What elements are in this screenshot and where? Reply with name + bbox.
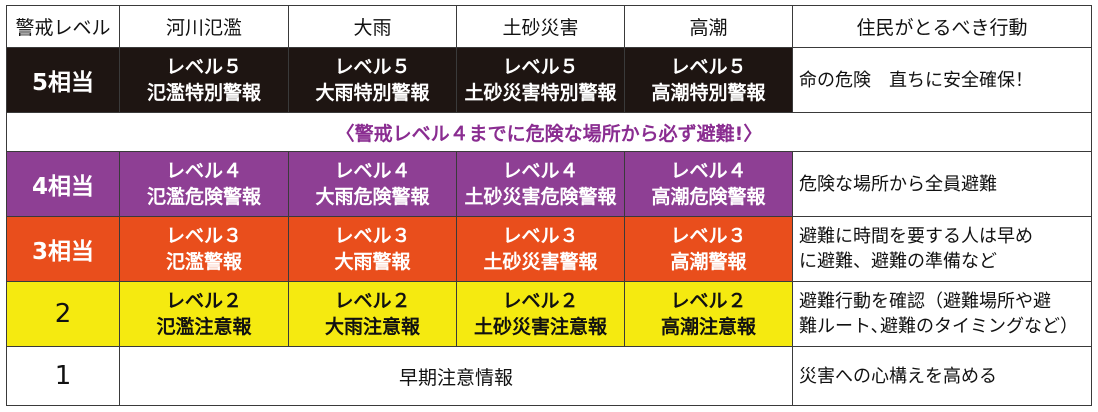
action-text: に避難、避難の準備など	[799, 251, 997, 272]
warning-level-text: レベル３	[670, 225, 747, 247]
notice-row: 〈警戒レベル４までに危険な場所から必ず避難!〉	[6, 112, 1092, 152]
warning-cell-surge: レベル３ 高潮警報	[624, 216, 793, 282]
warning-level-text: レベル５	[502, 56, 579, 78]
action-cell: 避難に時間を要する人は早め に避難、避難の準備など	[792, 216, 1092, 282]
action-text: 避難行動を確認（避難場所や避	[799, 291, 1051, 312]
warning-level-text: レベル２	[670, 290, 747, 312]
warning-level-text: レベル２	[502, 290, 579, 312]
warning-level-text: レベル３	[165, 225, 242, 247]
warning-name-text: 高潮注意報	[660, 316, 756, 338]
table-row-level-2: 2 レベル２ 氾濫注意報 レベル２ 大雨注意報 レベル２ 土砂災害注意報 レベル…	[6, 281, 1092, 347]
warning-name-text: 氾濫危険警報	[146, 186, 261, 208]
warning-name-text: 土砂災害危険警報	[464, 186, 617, 208]
warning-level-text: レベル４	[334, 160, 411, 182]
header-river-flood: 河川氾濫	[119, 5, 289, 48]
header-alert-level: 警戒レベル	[6, 5, 120, 48]
warning-name-text: 氾濫警報	[165, 251, 242, 273]
table-row-level-3: 3相当 レベル３ 氾濫警報 レベル３ 大雨警報 レベル３ 土砂災害警報 レベル３…	[6, 216, 1092, 282]
warning-cell-landslide: レベル２ 土砂災害注意報	[456, 281, 625, 347]
warning-cell-rain: レベル５ 大雨特別警報	[288, 47, 457, 113]
warning-name-text: 高潮警報	[670, 251, 747, 273]
header-resident-action: 住民がとるべき行動	[792, 5, 1092, 48]
level-label: 2	[6, 281, 120, 347]
warning-cell-rain: レベル３ 大雨警報	[288, 216, 457, 282]
level-label: 4相当	[6, 151, 120, 217]
warning-cell-river: レベル５ 氾濫特別警報	[119, 47, 289, 113]
warning-level-text: レベル３	[502, 225, 579, 247]
alert-level-table: 警戒レベル 河川氾濫 大雨 土砂災害 高潮 住民がとるべき行動 5相当 レベル５…	[6, 5, 1092, 406]
warning-level-text: レベル５	[334, 56, 411, 78]
warning-cell-rain: レベル２ 大雨注意報	[288, 281, 457, 347]
warning-cell-surge: レベル４ 高潮危険警報	[624, 151, 793, 217]
warning-name-text: 大雨特別警報	[315, 82, 430, 104]
warning-name-text: 氾濫注意報	[156, 316, 252, 338]
table-row-level-5: 5相当 レベル５ 氾濫特別警報 レベル５ 大雨特別警報 レベル５ 土砂災害特別警…	[6, 47, 1092, 113]
warning-cell-rain: レベル４ 大雨危険警報	[288, 151, 457, 217]
warning-name-text: 高潮危険警報	[651, 186, 766, 208]
warning-level-text: レベル３	[334, 225, 411, 247]
level-label: 3相当	[6, 216, 120, 282]
warning-name-text: 土砂災害注意報	[473, 316, 607, 338]
warning-level-text: レベル４	[502, 160, 579, 182]
warning-cell-river: レベル４ 氾濫危険警報	[119, 151, 289, 217]
warning-name-text: 土砂災害警報	[483, 251, 598, 273]
action-text: 難ルート､避難のタイミングなど）	[799, 316, 1078, 337]
warning-name-text: 高潮特別警報	[651, 82, 766, 104]
header-heavy-rain: 大雨	[288, 5, 457, 48]
warning-name-text: 大雨注意報	[324, 316, 420, 338]
warning-cell-landslide: レベル５ 土砂災害特別警報	[456, 47, 625, 113]
header-row: 警戒レベル 河川氾濫 大雨 土砂災害 高潮 住民がとるべき行動	[6, 5, 1092, 48]
warning-cell-river: レベル２ 氾濫注意報	[119, 281, 289, 347]
action-text: 危険な場所から全員避難	[799, 173, 997, 195]
level-label: 5相当	[6, 47, 120, 113]
warning-level-text: レベル２	[165, 290, 242, 312]
action-cell: 危険な場所から全員避難	[792, 151, 1092, 217]
warning-cell-surge: レベル２ 高潮注意報	[624, 281, 793, 347]
action-text: 災害への心構えを高める	[799, 365, 997, 387]
action-cell: 命の危険 直ちに安全確保！	[792, 47, 1092, 113]
warning-cell-river: レベル３ 氾濫警報	[119, 216, 289, 282]
action-text: 命の危険 直ちに安全確保！	[799, 69, 1033, 91]
warning-name-text: 大雨警報	[334, 251, 411, 273]
action-cell: 避難行動を確認（避難場所や避 難ルート､避難のタイミングなど）	[792, 281, 1092, 347]
warning-level-text: レベル２	[334, 290, 411, 312]
action-text: 避難に時間を要する人は早め	[799, 226, 1033, 247]
warning-level-text: レベル４	[165, 160, 242, 182]
table-row-level-4: 4相当 レベル４ 氾濫危険警報 レベル４ 大雨危険警報 レベル４ 土砂災害危険警…	[6, 151, 1092, 217]
warning-name-text: 大雨危険警報	[315, 186, 430, 208]
warning-cell-surge: レベル５ 高潮特別警報	[624, 47, 793, 113]
header-storm-surge: 高潮	[624, 5, 793, 48]
warning-name-text: 氾濫特別警報	[146, 82, 261, 104]
warning-cell-landslide: レベル３ 土砂災害警報	[456, 216, 625, 282]
warning-level-text: レベル４	[670, 160, 747, 182]
action-cell: 災害への心構えを高める	[792, 346, 1092, 406]
evacuation-notice: 〈警戒レベル４までに危険な場所から必ず避難!〉	[6, 112, 1092, 152]
warning-level-text: レベル５	[670, 56, 747, 78]
early-warning-info: 早期注意情報	[119, 346, 793, 406]
table-row-level-1: 1 早期注意情報 災害への心構えを高める	[6, 346, 1092, 406]
warning-level-text: レベル５	[165, 56, 242, 78]
warning-name-text: 土砂災害特別警報	[464, 82, 617, 104]
header-landslide: 土砂災害	[456, 5, 625, 48]
warning-cell-landslide: レベル４ 土砂災害危険警報	[456, 151, 625, 217]
level-label: 1	[6, 346, 120, 406]
